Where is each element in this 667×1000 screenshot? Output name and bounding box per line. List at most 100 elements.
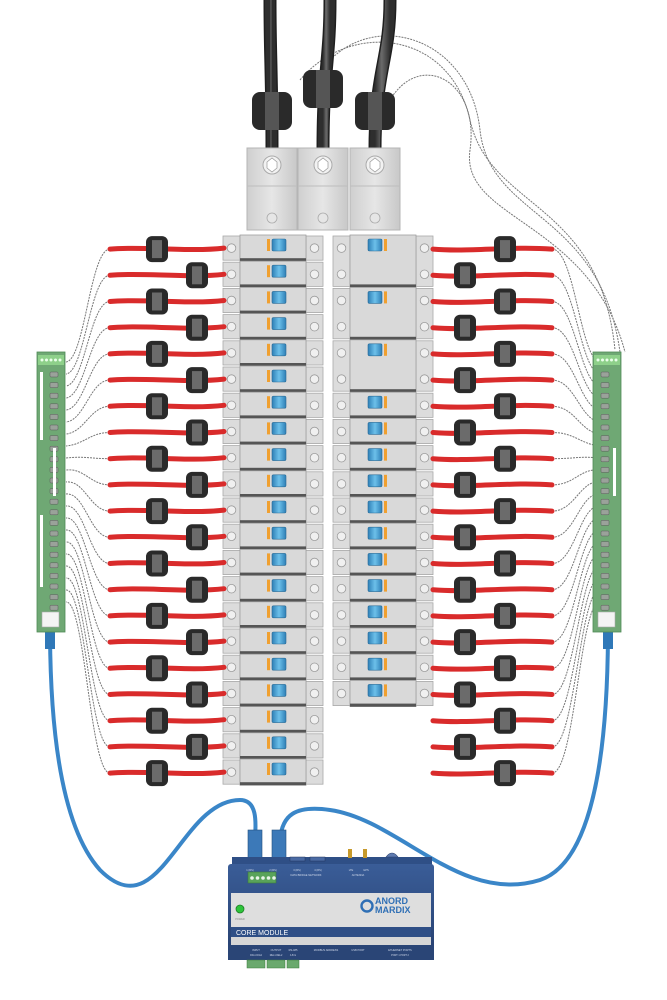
output-terminal-block[interactable] [266, 959, 286, 969]
breaker-toggle[interactable] [367, 579, 383, 592]
ct-sensor-core [152, 764, 162, 783]
breaker-toggle[interactable] [271, 369, 287, 383]
breaker-toggle[interactable] [367, 526, 383, 540]
terminal-screw-icon [309, 636, 320, 646]
ct-sensor-core [192, 318, 202, 337]
terminal-pin [600, 562, 610, 569]
breaker-toggle[interactable] [367, 631, 383, 645]
ct-sensor-core [152, 397, 162, 416]
brand-logo: ANORD MARDIX [360, 896, 411, 915]
breaker-toggle[interactable] [367, 422, 383, 435]
terminal-screw-icon [226, 688, 237, 699]
circuit-breaker[interactable] [222, 417, 324, 445]
circuit-breaker[interactable] [222, 260, 324, 288]
antenna-connector-gps[interactable] [363, 849, 367, 858]
breaker-toggle[interactable] [367, 395, 383, 409]
circuit-breaker[interactable] [332, 653, 434, 681]
circuit-breaker[interactable] [332, 522, 434, 550]
circuit-breaker[interactable] [332, 470, 434, 498]
breaker-toggle[interactable] [367, 553, 383, 566]
breaker-toggle[interactable] [271, 762, 287, 776]
breaker-toggle[interactable] [367, 238, 383, 252]
breaker-toggle[interactable] [271, 553, 287, 566]
breaker-toggle[interactable] [367, 684, 383, 697]
circuit-breaker[interactable] [222, 758, 324, 786]
circuit-breaker[interactable] [332, 496, 434, 524]
breaker-toggle[interactable] [271, 238, 287, 252]
breaker-toggle[interactable] [271, 422, 287, 435]
rj45-socket[interactable] [597, 611, 616, 628]
breaker-toggle[interactable] [271, 579, 287, 592]
terminal-screw-icon [336, 322, 347, 332]
data-bridge-port[interactable] [289, 856, 306, 862]
breaker-toggle[interactable] [271, 343, 287, 357]
branch-circuit-right [430, 288, 555, 315]
breaker-toggle[interactable] [271, 500, 287, 514]
breaker-toggle[interactable] [367, 605, 383, 619]
breaker-toggle[interactable] [271, 526, 287, 540]
circuit-breaker[interactable] [332, 234, 434, 288]
breaker-toggle[interactable] [367, 343, 383, 357]
circuit-breaker[interactable] [332, 339, 434, 393]
circuit-breaker[interactable] [222, 575, 324, 603]
circuit-breaker[interactable] [332, 601, 434, 629]
data-bridge-port[interactable] [309, 856, 326, 862]
circuit-breaker[interactable] [222, 286, 324, 314]
breaker-toggle[interactable] [271, 291, 287, 304]
circuit-breaker[interactable] [222, 496, 324, 524]
breaker-toggle[interactable] [271, 710, 287, 723]
breaker-toggle[interactable] [367, 657, 383, 671]
circuit-breaker[interactable] [222, 365, 324, 393]
terminal-screw-icon [226, 243, 237, 253]
input-terminal-block[interactable] [246, 959, 266, 969]
circuit-breaker[interactable] [222, 522, 324, 550]
antenna-connector-lte[interactable] [348, 849, 352, 858]
circuit-breaker[interactable] [332, 680, 434, 708]
circuit-breaker[interactable] [222, 313, 324, 341]
breaker-toggle[interactable] [367, 500, 383, 514]
circuit-breaker[interactable] [222, 706, 324, 734]
breaker-toggle[interactable] [271, 317, 287, 330]
circuit-breaker[interactable] [332, 549, 434, 577]
circuit-breaker[interactable] [222, 470, 324, 498]
breaker-toggle[interactable] [367, 291, 383, 304]
breaker-toggle[interactable] [271, 631, 287, 645]
breaker-toggle[interactable] [271, 264, 287, 278]
circuit-breaker[interactable] [222, 339, 324, 367]
circuit-breaker[interactable] [222, 391, 324, 419]
breaker-toggle[interactable] [271, 395, 287, 409]
breaker-toggle[interactable] [271, 684, 287, 697]
terminal-pin [49, 573, 59, 579]
lug-bolt-head-icon [266, 157, 278, 173]
breaker-toggle[interactable] [367, 448, 383, 461]
breaker-toggle[interactable] [271, 657, 287, 671]
circuit-breaker[interactable] [222, 601, 324, 629]
rj45-socket[interactable] [41, 611, 60, 628]
circuit-breaker[interactable] [332, 627, 434, 655]
breaker-toggle[interactable] [367, 474, 383, 488]
circuit-breaker[interactable] [222, 234, 324, 262]
circuit-breaker[interactable] [332, 575, 434, 603]
terminal-screw-icon [336, 505, 347, 515]
circuit-breaker[interactable] [222, 549, 324, 577]
breaker-toggle[interactable] [271, 448, 287, 461]
rs485-terminal-block[interactable] [286, 959, 300, 969]
circuit-breaker[interactable] [222, 653, 324, 681]
feeder-ct-window [265, 92, 279, 130]
terminal-screw-icon [309, 400, 320, 411]
breaker-toggle[interactable] [271, 605, 287, 619]
terminal-screw-icon [226, 610, 237, 620]
circuit-breaker[interactable] [332, 391, 434, 419]
branch-circuit-left [107, 733, 227, 760]
circuit-breaker[interactable] [222, 732, 324, 760]
circuit-breaker[interactable] [222, 680, 324, 708]
circuit-breaker[interactable] [222, 627, 324, 655]
circuit-breaker[interactable] [332, 417, 434, 445]
terminal-screw-icon [309, 767, 320, 777]
circuit-breaker[interactable] [222, 444, 324, 472]
top-terminal-block[interactable] [247, 871, 277, 884]
circuit-breaker[interactable] [332, 286, 434, 341]
breaker-toggle[interactable] [271, 474, 287, 488]
breaker-toggle[interactable] [271, 736, 287, 750]
circuit-breaker[interactable] [332, 444, 434, 472]
